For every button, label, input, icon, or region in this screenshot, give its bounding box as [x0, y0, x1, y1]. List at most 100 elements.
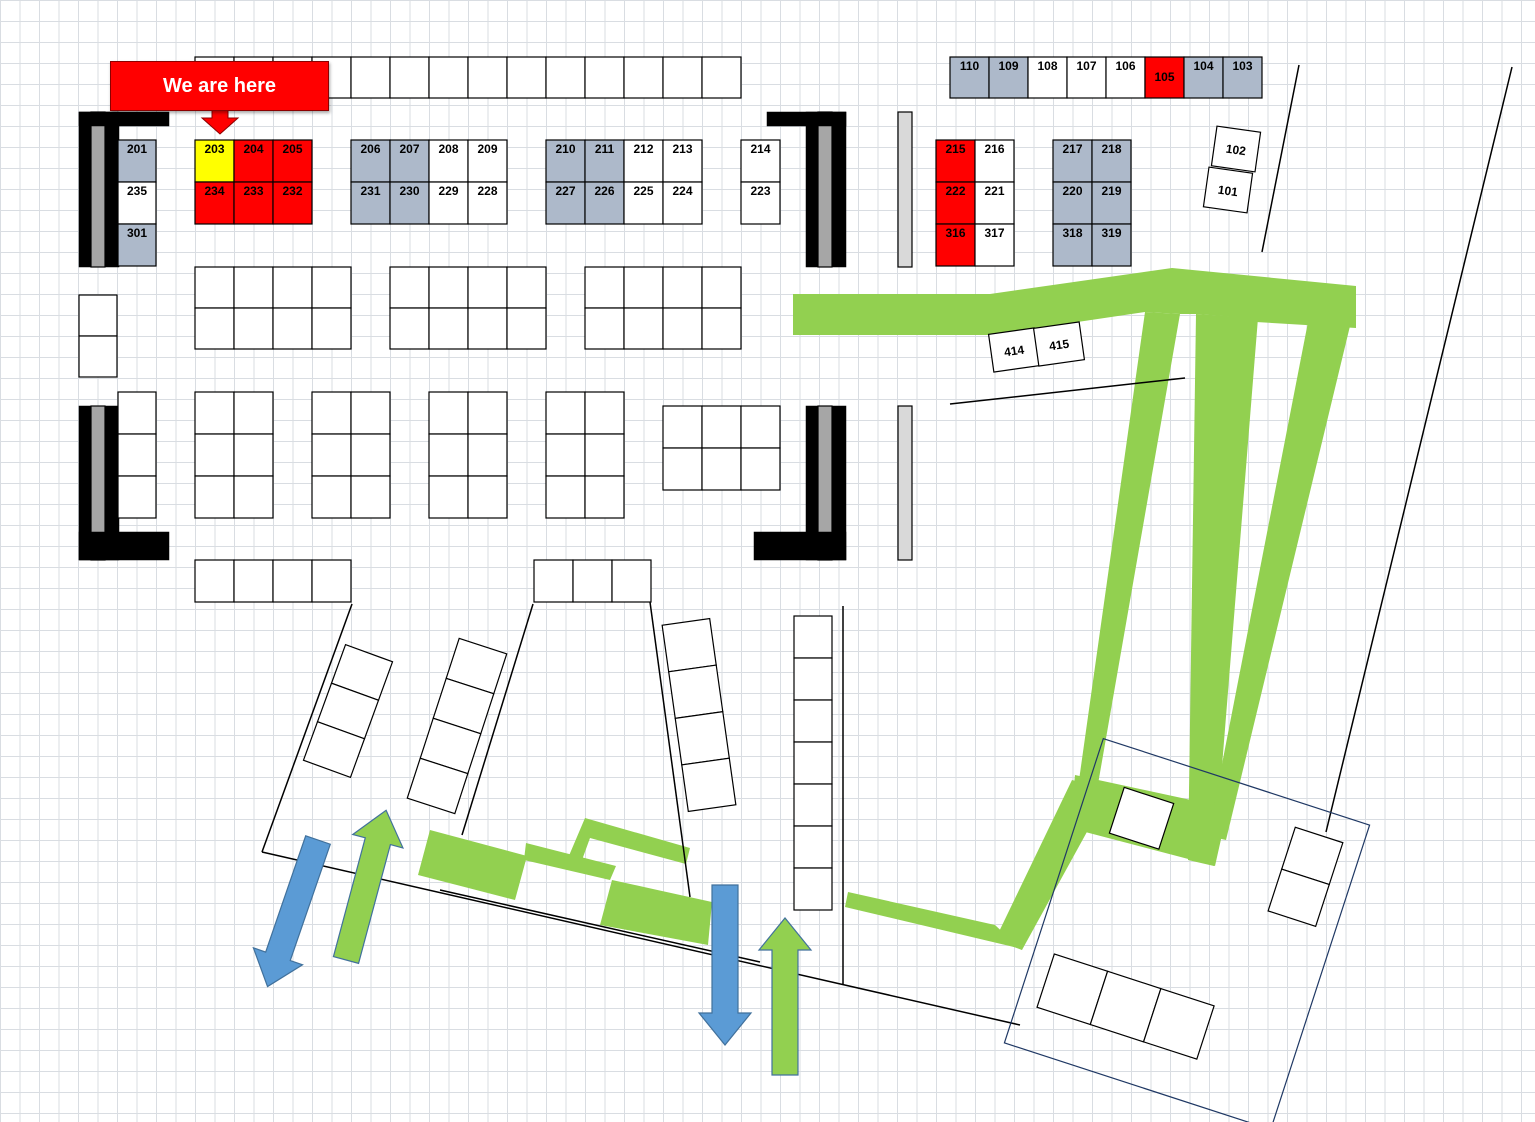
booth-block: [194, 475, 235, 519]
hall-booth: [1142, 987, 1215, 1060]
boundary-line-a: [1261, 64, 1300, 253]
booth-block: [584, 307, 625, 350]
booth-top-row: [623, 56, 664, 99]
booth-102-group: 102: [1210, 125, 1262, 173]
booth-bottom-row: [533, 559, 574, 603]
booth-201: [117, 139, 157, 183]
booth-317-label: 317: [984, 226, 1004, 240]
booth-318: [1052, 223, 1093, 267]
partition-light-lower: [897, 405, 913, 561]
booth-block: [506, 266, 547, 309]
booth-229-label: 229: [438, 184, 458, 198]
exit-arrow-icon: [252, 835, 332, 988]
booth-205: [272, 139, 313, 183]
booth-block: [467, 266, 508, 309]
booth-block: [311, 391, 352, 435]
booth-top-row: [545, 56, 586, 99]
booth-226-label: 226: [594, 184, 614, 198]
booth-column: [117, 475, 157, 519]
booth-block: [545, 433, 586, 477]
booth-block: [233, 266, 274, 309]
booth-216-label: 216: [984, 142, 1004, 156]
booth-block: [311, 266, 352, 309]
booth-213-label: 213: [672, 142, 692, 156]
booth-223: [740, 181, 781, 225]
booth-block: [701, 266, 742, 309]
booth-stack-c-cell: [668, 664, 724, 720]
booth-106: [1105, 56, 1146, 99]
booth-block: [545, 391, 586, 435]
booth-207-label: 207: [399, 142, 419, 156]
booth-block: [701, 447, 742, 491]
booth-108-label: 108: [1037, 59, 1057, 73]
booth-bottom-row: [233, 559, 274, 603]
booth-block: [467, 307, 508, 350]
booth-block: [467, 391, 508, 435]
booth-column-right: [793, 741, 833, 785]
booth-210-label: 210: [555, 142, 575, 156]
booth-224: [662, 181, 703, 225]
booth-229: [428, 181, 469, 225]
booth-209-label: 209: [477, 142, 497, 156]
booth-235-label: 235: [127, 184, 147, 198]
booth-block: [311, 475, 352, 519]
entry-arrow-icon: [757, 917, 813, 1076]
outdoor-hall-outline: [1003, 737, 1371, 1122]
booth-block: [506, 307, 547, 350]
booth-214-label: 214: [750, 142, 770, 156]
partition-light-upper: [897, 111, 913, 268]
booth-414-label: 414: [1003, 343, 1025, 360]
booth-stack-a: [302, 643, 394, 779]
exit-arrow-icon: [697, 884, 753, 1046]
booth-218-label: 218: [1101, 142, 1121, 156]
booth-213: [662, 139, 703, 183]
boundary-line-c: [949, 377, 1186, 405]
booth-228-label: 228: [477, 184, 497, 198]
booth-top-row: [701, 56, 742, 99]
booth-column-right: [793, 825, 833, 869]
booth-102: [1210, 125, 1262, 173]
booth-block: [623, 266, 664, 309]
walkway-entry-loop: [568, 818, 690, 864]
walkway-upper: [793, 268, 1356, 335]
booth-block: [194, 391, 235, 435]
entry-arrow-icon-shape: [757, 917, 813, 1076]
booth-block: [623, 307, 664, 350]
booth-227-label: 227: [555, 184, 575, 198]
booth-234-label: 234: [204, 184, 224, 198]
booth-stack-c-cell: [681, 757, 737, 813]
booth-104-label: 104: [1193, 59, 1213, 73]
booth-212: [623, 139, 664, 183]
booth-column: [117, 433, 157, 477]
booth-block: [194, 307, 235, 350]
booth-column-right: [793, 657, 833, 701]
booth-204-label: 204: [243, 142, 263, 156]
booth-block: [428, 391, 469, 435]
entry-arrow-icon-shape: [332, 809, 405, 965]
walkway-diagonal-c: [1208, 322, 1350, 840]
wall-right-upper-stripe: [817, 111, 833, 268]
booth-block: [662, 266, 703, 309]
booth-block: [350, 391, 391, 435]
booth-top-row: [584, 56, 625, 99]
booth-block: [272, 266, 313, 309]
ground-line-lower: [261, 851, 1021, 1026]
booth-block: [233, 391, 274, 435]
booth-block: [428, 475, 469, 519]
booth-top-row: [467, 56, 508, 99]
wall-right-lower-cap: [753, 531, 847, 561]
booth-top-row: [662, 56, 703, 99]
booth-block: [467, 433, 508, 477]
booth-block: [233, 475, 274, 519]
booth-block: [389, 307, 430, 350]
booth-block: [662, 447, 703, 491]
booth-block: [389, 266, 430, 309]
walkway-lower: [845, 892, 1022, 950]
walkway-entry-mid: [524, 843, 616, 880]
exit-arrow-icon-shape: [252, 835, 332, 988]
booth-108: [1027, 56, 1068, 99]
booth-231-label: 231: [360, 184, 380, 198]
booth-top-row: [350, 56, 391, 99]
booth-block: [428, 307, 469, 350]
booth-block: [584, 433, 625, 477]
